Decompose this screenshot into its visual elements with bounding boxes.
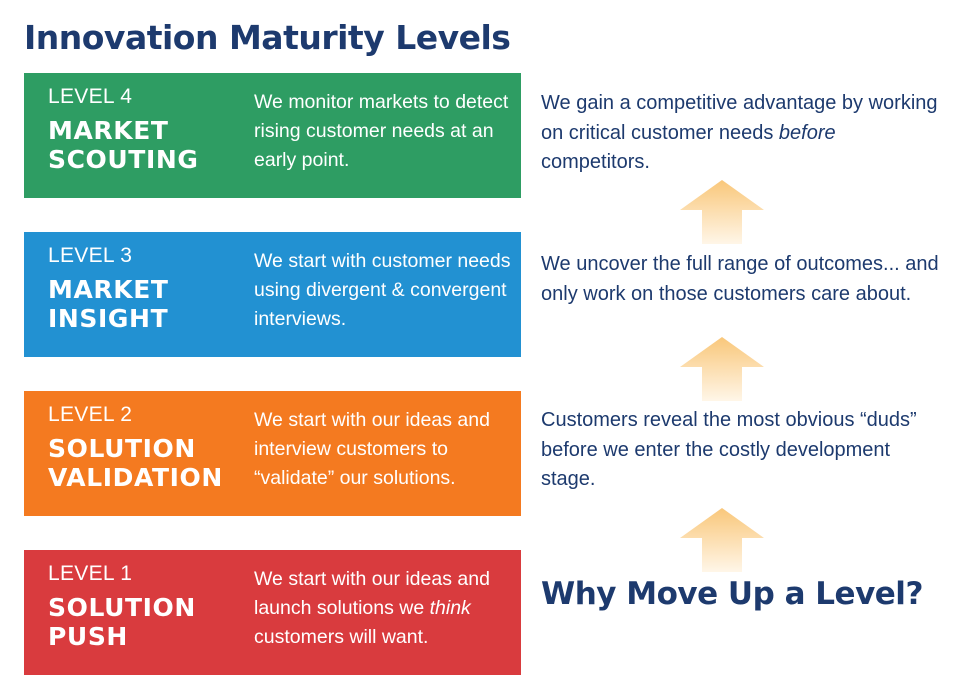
level-name-line1: SOLUTION: [48, 434, 196, 463]
level-description: We start with customer needs using diver…: [254, 247, 516, 334]
level-2-box: LEVEL 2 SOLUTION VALIDATION We start wit…: [24, 391, 521, 516]
level-3-box: LEVEL 3 MARKET INSIGHT We start with cus…: [24, 232, 521, 357]
level-name: MARKET INSIGHT: [48, 275, 248, 333]
benefit-middle: We uncover the full range of outcomes...…: [541, 253, 939, 305]
benefit-emphasis: before: [778, 121, 836, 144]
level-number: LEVEL 2: [48, 403, 133, 426]
level-name-line2: SCOUTING: [48, 145, 199, 174]
level-description: We monitor markets to detect rising cust…: [254, 88, 516, 175]
level-name-line2: PUSH: [48, 622, 128, 651]
desc-text: We monitor markets to detect rising cust…: [254, 91, 509, 171]
level-description: We start with our ideas and interview cu…: [254, 406, 516, 493]
level-description: We start with our ideas and launch solut…: [254, 565, 516, 652]
level-name: SOLUTION VALIDATION: [48, 434, 248, 492]
level-4-box: LEVEL 4 MARKET SCOUTING We monitor marke…: [24, 73, 521, 198]
level-name-line2: VALIDATION: [48, 463, 223, 492]
benefit-text-end: competitors.: [541, 151, 650, 173]
up-arrow-icon: [680, 508, 764, 572]
level-name: SOLUTION PUSH: [48, 593, 248, 651]
up-arrow-icon: [680, 337, 764, 401]
page-title: Innovation Maturity Levels: [24, 18, 511, 57]
desc-text-end: customers will want.: [254, 626, 429, 648]
level-1-box: LEVEL 1 SOLUTION PUSH We start with our …: [24, 550, 521, 675]
level-name-line1: SOLUTION: [48, 593, 196, 622]
level-number: LEVEL 1: [48, 562, 133, 585]
benefit-bottom: Customers reveal the most obvious “duds”…: [541, 409, 917, 490]
level-name: MARKET SCOUTING: [48, 116, 248, 174]
level-number: LEVEL 3: [48, 244, 133, 267]
benefit-top: We gain a competitive advantage by worki…: [541, 89, 941, 178]
level-name-line1: MARKET: [48, 275, 169, 304]
benefit-text: We gain a competitive advantage by worki…: [541, 92, 938, 144]
level-name-line2: INSIGHT: [48, 304, 169, 333]
why-heading: Why Move Up a Level?: [541, 576, 923, 612]
level-name-line1: MARKET: [48, 116, 169, 145]
up-arrow-icon: [680, 180, 764, 244]
desc-emphasis: think: [429, 597, 471, 619]
desc-text: We start with our ideas and interview cu…: [254, 409, 490, 489]
desc-text: We start with our ideas and launch solut…: [254, 568, 490, 619]
level-number: LEVEL 4: [48, 85, 133, 108]
desc-text: We start with customer needs using diver…: [254, 250, 511, 330]
